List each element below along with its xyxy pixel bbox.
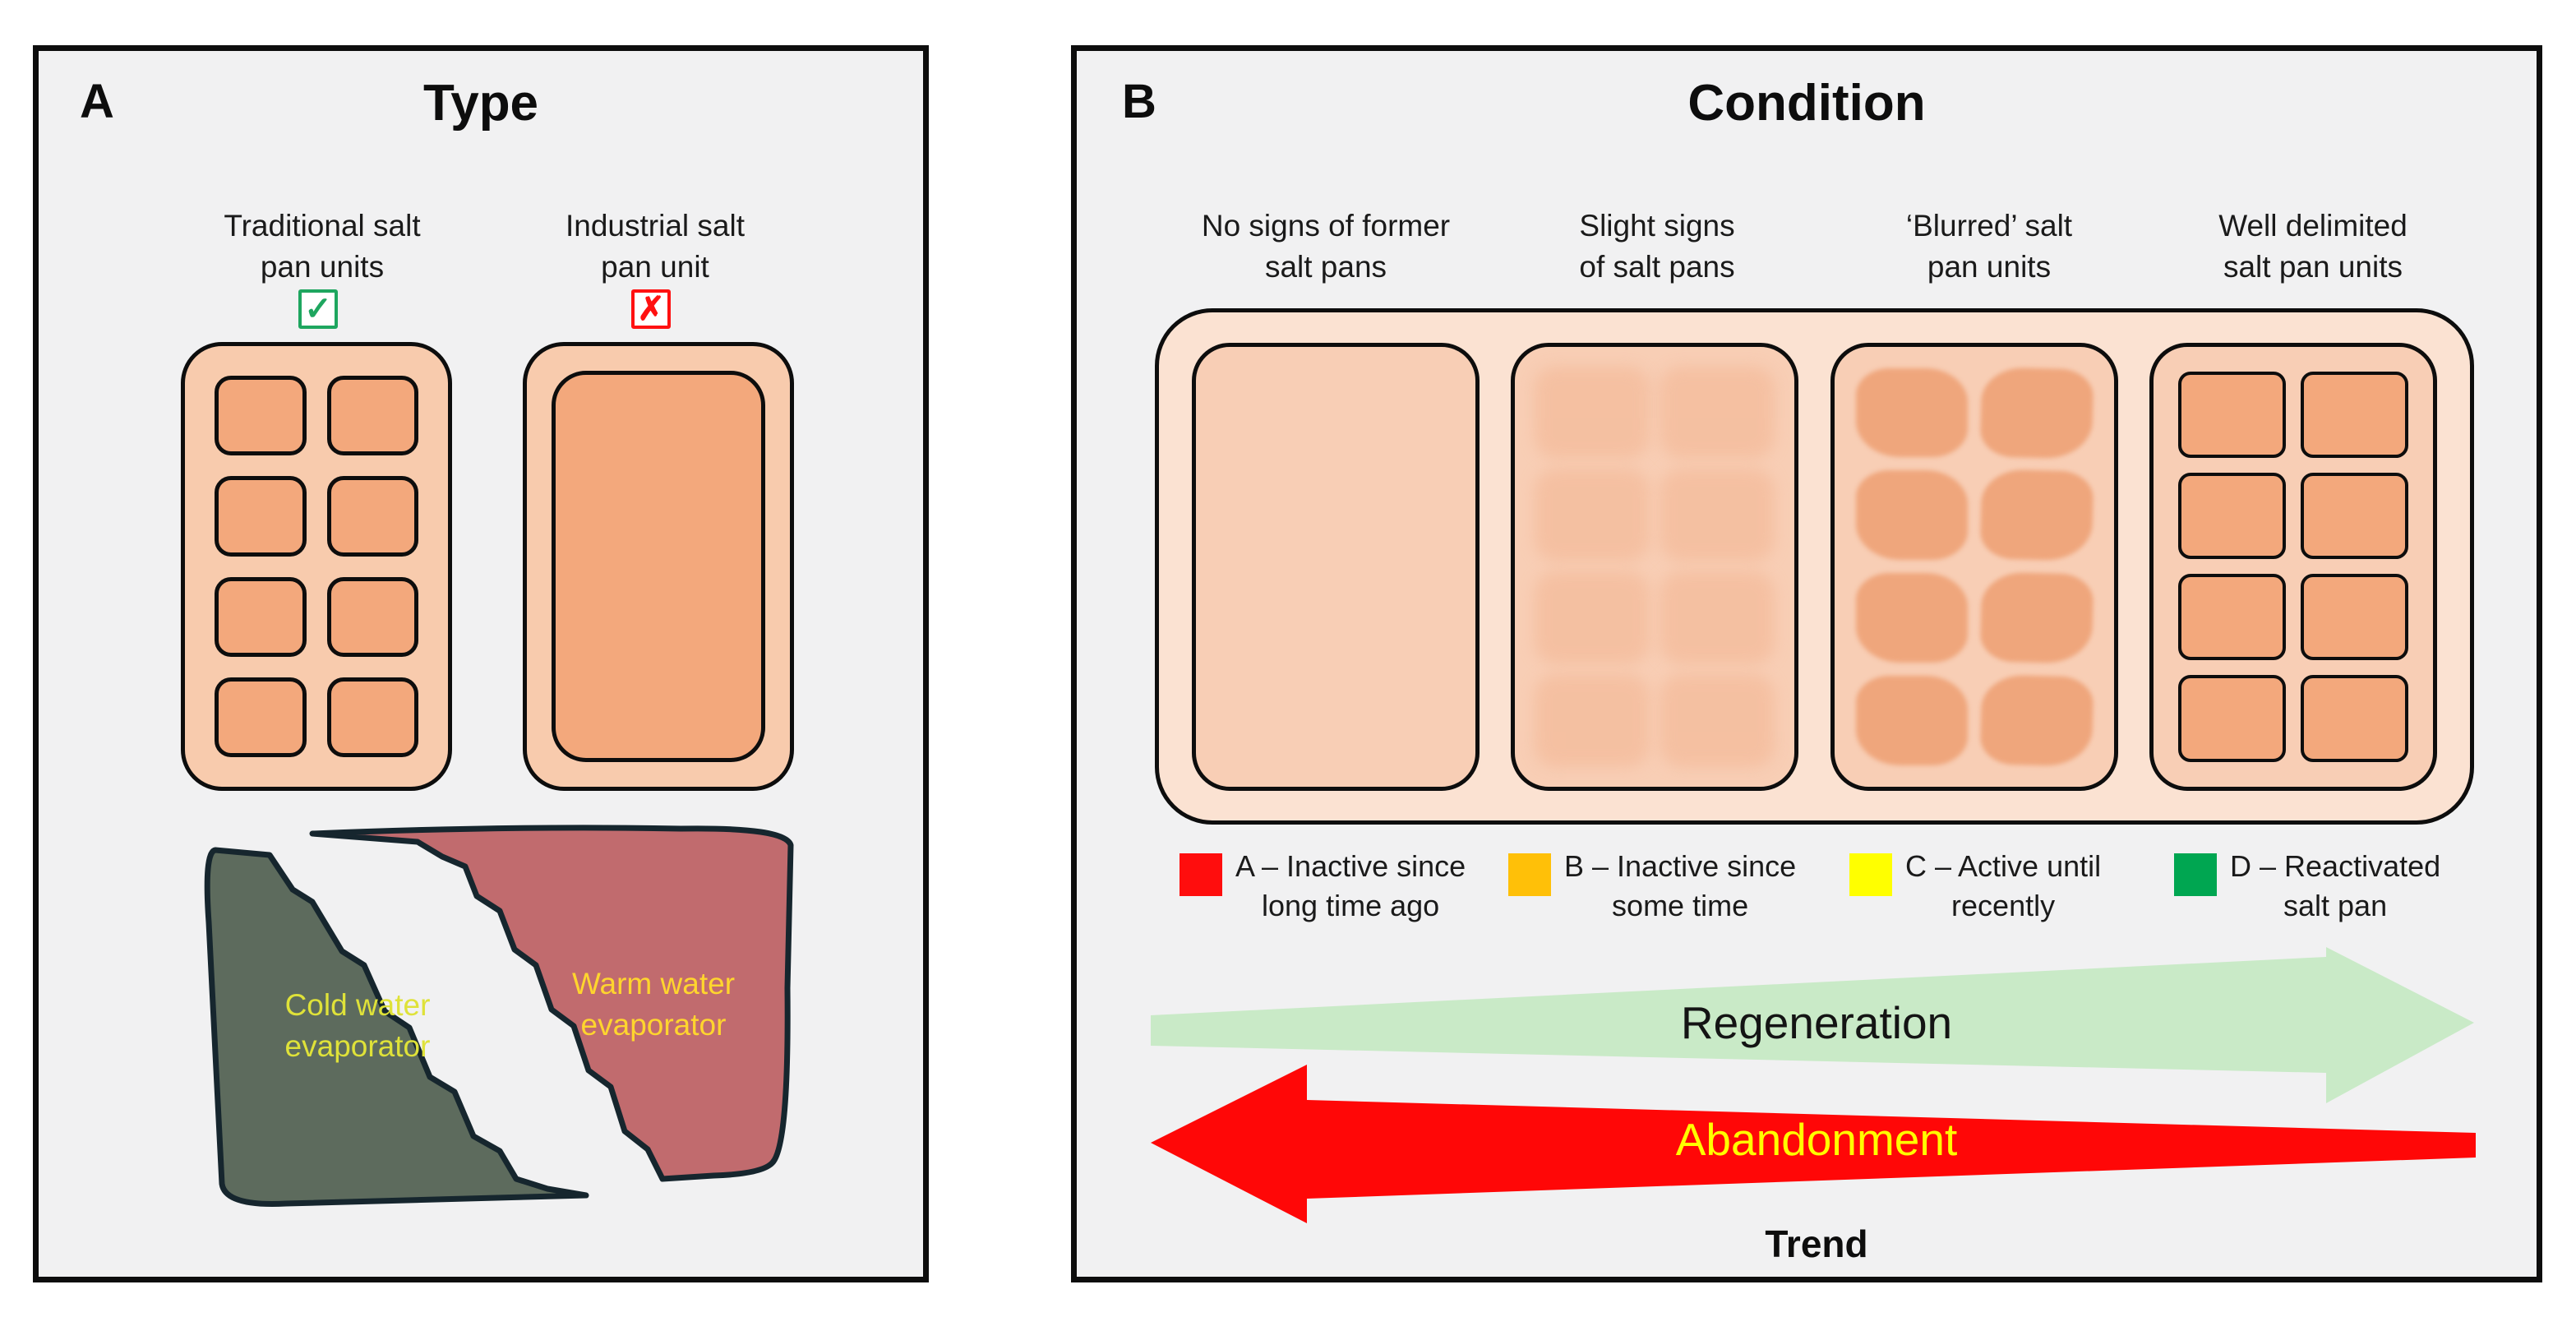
condition-states-container [1155,308,2474,825]
cold-water-evaporator-label: Cold water evaporator [284,988,431,1063]
warm-water-evaporator-shape [309,825,794,1182]
traditional-pan-grid [185,346,448,787]
blurred-pan-cell [1855,675,1968,765]
industrial-basin [552,371,765,762]
panel-a-title: Type [422,75,539,132]
industrial-salt-pan [523,342,794,791]
delimited-pan-cell [2300,371,2408,458]
faint-pan-cell [1660,571,1775,664]
slight-signs-heading: Slight signs of salt pans [1579,209,1735,284]
trend-label: Trend [1765,1222,1868,1265]
blurred-pans-cell [1830,342,2118,791]
blurred-pan-cell [1979,366,2094,460]
blurred-heading: ‘Blurred’ salt pan units [1905,209,2073,284]
panel-condition: B Condition No signs of former salt pans… [1071,45,2542,1282]
salt-pan-cell [215,576,307,657]
regeneration-label: Regeneration [1680,997,1953,1048]
delimited-pan-cell [2177,472,2286,559]
faint-pan-cell [1535,366,1650,460]
legend-item-a: A – Inactive since long time ago [1180,847,1466,926]
delimited-pan-cell [2177,371,2286,458]
delimited-pan-cell [2300,574,2408,661]
well-delimited-cell [2149,342,2437,791]
legend-swatch-red [1180,853,1222,896]
faint-pan-cell [1535,673,1650,767]
regeneration-arrow-shape [1151,947,2474,1103]
faint-pan-cell [1660,673,1775,767]
panel-type: A Type Traditional salt pan units Indust… [33,45,929,1282]
abandonment-arrow-shape [1151,1065,2476,1223]
regeneration-arrow [1151,947,2474,1103]
delimited-pan-cell [2177,675,2286,762]
no-signs-cell [1192,342,1480,791]
legend-item-b: B – Inactive since some time [1508,847,1796,926]
blurred-pan-cell [1979,673,2094,767]
slight-signs-cell [1511,342,1799,791]
evaporators-figure [204,825,794,1207]
blurred-pan-cell [1855,573,1968,663]
salt-pan-cell [326,376,418,456]
salt-pan-cell [215,677,307,757]
panel-a-letter: A [80,75,114,128]
checkmark-icon: ✓ [298,289,338,329]
legend-item-c: C – Active until recently [1849,847,2101,926]
faint-pan-cell [1535,469,1650,561]
faint-pan-cell [1660,469,1775,561]
abandonment-arrow [1151,1065,2476,1223]
traditional-pan-heading: Traditional salt pan units [224,209,421,284]
delimited-pan-cell [2177,574,2286,661]
cross-icon: ✗ [631,289,671,329]
legend-swatch-green [2174,853,2217,896]
panel-b-letter: B [1122,75,1156,128]
faint-pan-cell [1535,571,1650,664]
legend-swatch-yellow [1849,853,1892,896]
salt-pan-cell [215,376,307,456]
salt-pan-cell [326,476,418,557]
blurred-pan-cell [1979,571,2094,664]
no-signs-heading: No signs of former salt pans [1201,209,1451,284]
blurred-pan-cell [1855,367,1968,458]
delimited-pan-cell [2300,675,2408,762]
salt-pan-cell [326,677,418,757]
well-delimited-heading: Well delimited salt pan units [2218,209,2407,284]
traditional-salt-pan [181,342,452,791]
warm-water-evaporator-label: Warm water evaporator [571,967,736,1042]
blurred-pan-cell [1855,470,1968,560]
faint-pan-cell [1660,366,1775,460]
blurred-pan-cell [1979,469,2094,561]
legend-swatch-orange [1508,853,1551,896]
salt-pan-cell [326,576,418,657]
panel-b-title: Condition [1687,75,1926,132]
cold-water-evaporator-shape [204,847,589,1207]
delimited-pan-cell [2300,472,2408,559]
salt-pan-cell [215,476,307,557]
legend-item-d: D – Reactivated salt pan [2174,847,2440,926]
industrial-pan-heading: Industrial salt pan unit [566,209,745,284]
abandonment-label: Abandonment [1675,1114,1958,1165]
